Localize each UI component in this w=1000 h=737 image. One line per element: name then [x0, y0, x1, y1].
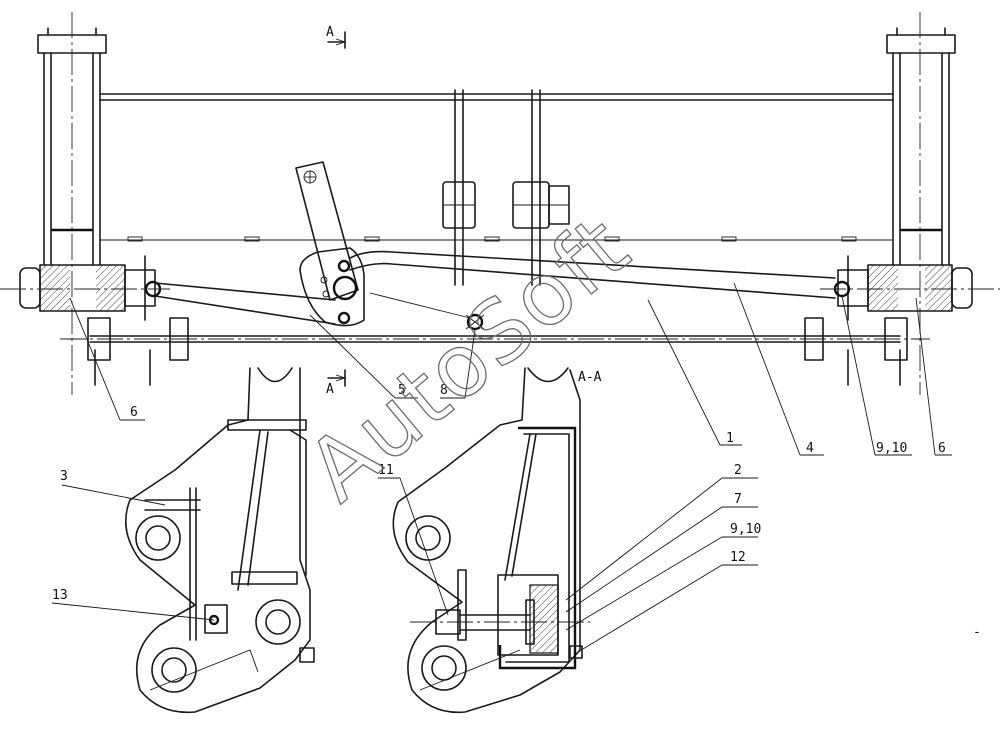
center-straps: [442, 89, 570, 286]
top-view: A A: [0, 12, 1000, 397]
section-mark-label: A: [326, 382, 334, 397]
watermark: AutoSoft: [289, 196, 650, 522]
callout-6-left: 6: [130, 405, 138, 420]
section-view-title: A-A: [578, 370, 602, 385]
stray-mark: -: [973, 625, 981, 640]
fixing-bolt: [465, 313, 485, 331]
callout-4: 4: [806, 441, 814, 456]
callout-6-right: 6: [938, 441, 946, 456]
callout-12: 12: [730, 550, 746, 565]
callout-labels: 1 4 9,10 6 6 5 8 A-A 3 13 11 2 7 9,10 12…: [52, 370, 981, 640]
hand-lever: [295, 161, 365, 327]
callout-5: 5: [398, 383, 406, 398]
callout-9-10-top: 9,10: [876, 441, 907, 456]
left-column: [37, 12, 107, 395]
callout-13: 13: [52, 588, 68, 603]
side-view: [124, 367, 315, 714]
callout-11: 11: [378, 463, 394, 478]
watermark-text: AutoSoft: [289, 197, 648, 521]
lower-rod: [60, 317, 930, 386]
link-rods: [154, 250, 836, 325]
callout-8: 8: [440, 383, 448, 398]
upper-frame-beam: [99, 93, 894, 242]
callout-1: 1: [726, 431, 734, 446]
leader-lines: [51, 282, 952, 653]
callout-3: 3: [60, 469, 68, 484]
right-hinge-assembly: [820, 255, 1000, 321]
section-marker-top: A: [326, 25, 347, 49]
callout-2: 2: [734, 463, 742, 478]
section-marker-bottom: A: [326, 369, 347, 397]
section-a-a-view: [392, 367, 590, 714]
callout-9-10-side: 9,10: [730, 522, 761, 537]
left-hinge-assembly: [0, 255, 170, 321]
callout-7: 7: [734, 492, 742, 507]
section-mark-label: A: [326, 25, 334, 40]
